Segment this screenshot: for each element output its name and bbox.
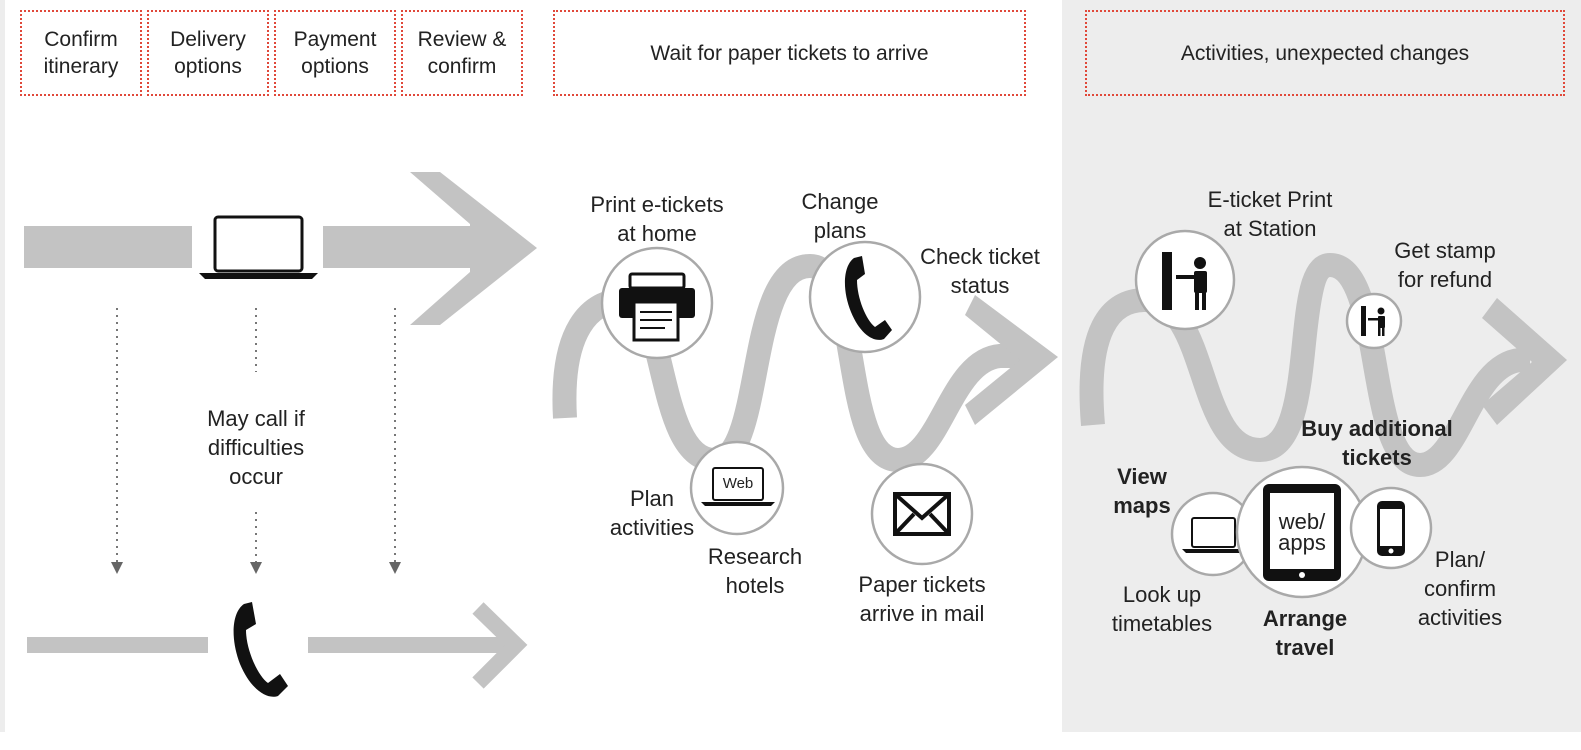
phone-booking-arrow <box>27 602 528 689</box>
plan-confirm-label: Plan/ confirm activities <box>1417 547 1503 630</box>
phase-activities-changes: Activities, unexpected changes <box>1085 10 1565 96</box>
laptop-icon <box>1182 517 1245 553</box>
call-fallback-lines <box>116 308 396 562</box>
print-etickets-label: Print e-tickets at home <box>590 192 724 246</box>
web-icon-label: Web <box>722 475 754 492</box>
left-edge-strip <box>0 0 5 732</box>
tablet-web-apps-label: web/ apps <box>1278 509 1326 555</box>
smartphone-circle <box>1349 486 1433 570</box>
phase-confirm-itinerary: Confirm itinerary <box>20 10 142 96</box>
check-status-label: Check ticket status <box>920 244 1040 298</box>
get-stamp-label: Get stamp for refund <box>1394 238 1496 292</box>
web-laptop-circle <box>689 440 785 536</box>
kiosk-circle <box>1134 229 1236 331</box>
tablet-icon <box>1263 484 1341 581</box>
view-maps-label: View maps <box>1113 464 1171 518</box>
look-up-label: Look up timetables <box>1111 582 1213 636</box>
phase-review-confirm: Review & confirm <box>401 10 523 96</box>
envelope-circle <box>870 462 974 566</box>
online-booking-arrow <box>24 172 537 325</box>
phase-wait-paper-tickets: Wait for paper tickets to arrive <box>553 10 1026 96</box>
phone-circle <box>808 240 922 354</box>
arrowheads <box>111 562 401 574</box>
phase-delivery-options: Delivery options <box>147 10 269 96</box>
phone-icon <box>844 256 892 340</box>
stamp-kiosk-circle <box>1345 292 1403 350</box>
buy-additional-label: Buy additional tickets <box>1301 416 1453 470</box>
kiosk-icon <box>1361 306 1385 336</box>
phone-icon <box>233 602 288 697</box>
may-call-label: May call if difficulties occur <box>207 406 305 489</box>
research-hotels-label: Research hotels <box>707 544 803 598</box>
phase-payment-options: Payment options <box>274 10 396 96</box>
printer-circle <box>600 246 714 360</box>
kiosk-icon <box>1162 252 1207 310</box>
eticket-station-label: E-ticket Print at Station <box>1207 187 1333 241</box>
laptop-icon <box>199 215 318 279</box>
paper-mail-label: Paper tickets arrive in mail <box>858 572 986 626</box>
printer-icon <box>619 272 695 342</box>
envelope-icon <box>893 492 951 536</box>
change-plans-label: Change plans <box>801 189 879 243</box>
tablet-circle <box>1235 465 1369 599</box>
plan-activities-label: Plan activities <box>609 486 695 540</box>
arrange-travel-label: Arrange travel <box>1262 606 1348 660</box>
smartphone-icon <box>1377 501 1405 556</box>
